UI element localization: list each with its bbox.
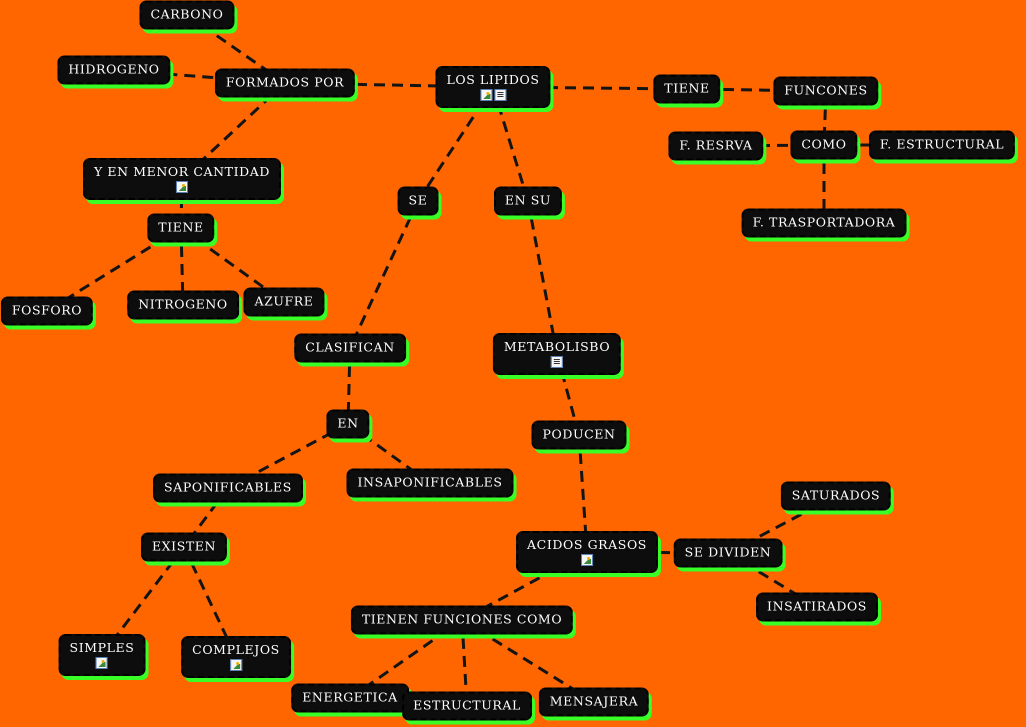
concept-se[interactable]: SE — [397, 186, 439, 216]
image-icon[interactable] — [581, 554, 593, 566]
link-en_su-metabolismo — [526, 200, 559, 355]
concept-label: Y EN MENOR CANTIDAD — [93, 164, 271, 179]
image-icon[interactable] — [479, 89, 492, 101]
concept-azufre[interactable]: AZUFRE — [243, 287, 325, 317]
concept-label: FUNCONES — [784, 82, 868, 98]
concept-label: AZUFRE — [254, 293, 314, 309]
concept-fosforo[interactable]: FOSFORO — [0, 296, 94, 326]
concept-producen[interactable]: PODUCEN — [531, 420, 627, 450]
concept-saponificables[interactable]: SAPONIFICABLES — [153, 473, 303, 503]
concept-hidrogeno[interactable]: HIDROGENO — [57, 55, 171, 85]
concept-label: INSATIRADOS — [767, 598, 867, 614]
concept-label: SATURADOS — [791, 487, 881, 503]
concept-estructural[interactable]: ESTRUCTURAL — [402, 691, 532, 721]
concept-funciones[interactable]: FUNCONES — [773, 76, 879, 106]
concept-carbono[interactable]: CARBONO — [139, 0, 235, 30]
concept-simples[interactable]: SIMPLES — [58, 634, 146, 676]
document-icon[interactable] — [493, 89, 506, 101]
image-icon[interactable] — [176, 181, 188, 193]
concept-como[interactable]: COMO — [790, 130, 858, 160]
link-lipidos-tiene_right — [492, 85, 688, 91]
concept-complejos[interactable]: COMPLEJOS — [181, 636, 291, 678]
concept-nitrogeno[interactable]: NITROGENO — [127, 290, 239, 320]
concept-clasifican[interactable]: CLASIFICAN — [294, 333, 406, 363]
concept-label: INSAPONIFICABLES — [357, 474, 503, 490]
concept-label: EN — [337, 415, 359, 431]
concept-existen[interactable]: EXISTEN — [140, 532, 228, 562]
image-icon[interactable] — [229, 659, 242, 671]
concept-label: EXISTEN — [151, 538, 217, 554]
concept-label: SE — [408, 192, 428, 208]
concept-label: F. TRASPORTADORA — [752, 214, 896, 230]
concept-insaponificables[interactable]: INSAPONIFICABLES — [346, 468, 514, 498]
concept-label: SIMPLES — [69, 640, 135, 655]
concept-label: PODUCEN — [542, 426, 616, 442]
concept-label: METABOLISBO — [503, 339, 611, 354]
concept-label: SE DIVIDEN — [684, 544, 772, 560]
concept-f-reserva[interactable]: F. RESRVA — [668, 131, 764, 161]
concept-label: NITROGENO — [138, 296, 228, 312]
concept-label: EN SU — [504, 192, 552, 208]
concept-en[interactable]: EN — [326, 409, 370, 439]
concept-se-dividen[interactable]: SE DIVIDEN — [673, 538, 783, 568]
concept-saturados[interactable]: SATURADOS — [780, 481, 892, 511]
concept-label: F. RESRVA — [679, 137, 753, 153]
concept-label: SAPONIFICABLES — [164, 479, 292, 495]
concept-y-en-menor-cantidad[interactable]: Y EN MENOR CANTIDAD — [82, 158, 282, 200]
concept-label: FOSFORO — [11, 302, 83, 318]
concept-label: MENSAJERA — [549, 693, 639, 709]
concept-label: TIENEN FUNCIONES COMO — [361, 611, 563, 627]
concept-formados-por[interactable]: FORMADOS POR — [214, 68, 356, 98]
concept-label: TIENE — [158, 219, 204, 235]
concept-label: F. ESTRUCTURAL — [879, 136, 1005, 152]
concept-label: TIENE — [664, 80, 710, 96]
concept-acidos-grasos[interactable]: ACIDOS GRASOS — [516, 531, 658, 573]
concept-label: COMPLEJOS — [192, 642, 280, 657]
image-icon[interactable] — [96, 657, 108, 669]
concept-label: FORMADOS POR — [225, 74, 345, 90]
concept-label: HIDROGENO — [68, 61, 160, 77]
concept-label: CLASIFICAN — [305, 339, 395, 355]
document-icon[interactable] — [551, 356, 563, 368]
concept-tienen-funciones-como[interactable]: TIENEN FUNCIONES COMO — [350, 605, 574, 635]
concept-f-transportadora[interactable]: F. TRASPORTADORA — [741, 208, 907, 238]
concept-metabolismo[interactable]: METABOLISBO — [492, 333, 622, 375]
concept-tiene-right[interactable]: TIENE — [653, 74, 721, 104]
concept-mensajera[interactable]: MENSAJERA — [538, 687, 650, 717]
link-se-clasifican — [348, 200, 420, 349]
concept-tiene-left[interactable]: TIENE — [147, 213, 215, 243]
concept-f-estructural[interactable]: F. ESTRUCTURAL — [868, 130, 1016, 160]
concept-label: COMO — [801, 136, 847, 152]
concept-energetica[interactable]: ENERGETICA — [291, 683, 409, 713]
concept-insaturados[interactable]: INSATIRADOS — [756, 592, 878, 622]
link-metabolismo-producen — [555, 353, 581, 436]
concept-label: ENERGETICA — [302, 689, 398, 705]
link-tienen_funciones-estructural — [460, 619, 469, 707]
concept-en-su[interactable]: EN SU — [493, 186, 563, 216]
concept-label: LOS LIPIDOS — [446, 72, 540, 87]
concept-label: ACIDOS GRASOS — [527, 537, 647, 552]
concept-label: CARBONO — [150, 6, 224, 22]
concept-label: ESTRUCTURAL — [413, 697, 521, 713]
link-existen-complejos — [182, 546, 238, 658]
concept-los-lipidos[interactable]: LOS LIPIDOS — [435, 66, 551, 108]
